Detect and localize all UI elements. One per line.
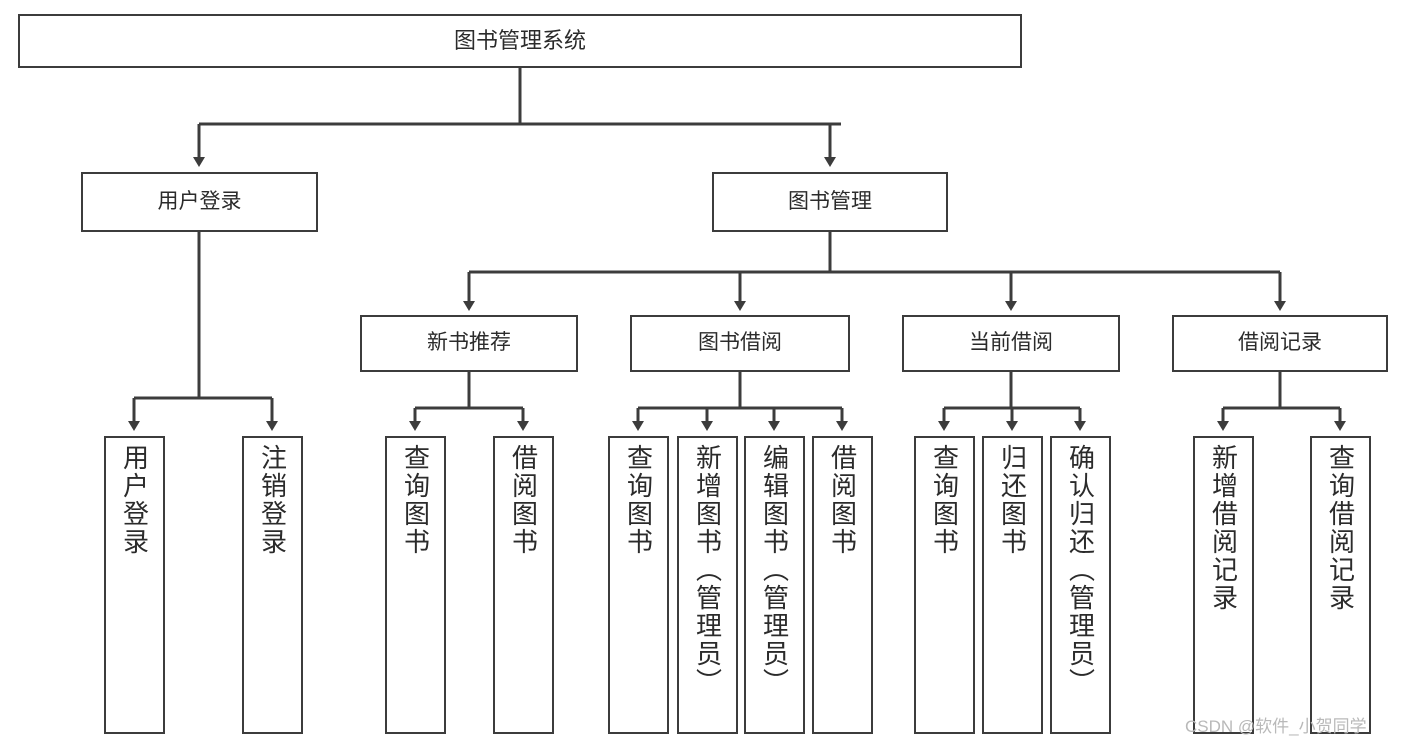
node-leaf-user-login[interactable]: 用户登录 [104,436,165,734]
node-label: 借阅图书 [508,444,539,556]
node-label: 图书管理系统 [453,28,586,54]
node-label: 用户登录 [157,189,242,213]
node-leaf-borrow-book-2[interactable]: 借阅图书 [812,436,873,734]
node-leaf-edit-book[interactable]: 编辑图书（管理员） [744,436,805,734]
node-leaf-query-book-1[interactable]: 查询图书 [385,436,446,734]
node-label: 查询图书 [400,444,431,556]
node-label: 新增图书（管理员） [692,444,723,696]
node-leaf-add-book[interactable]: 新增图书（管理员） [677,436,738,734]
node-book-borrow[interactable]: 图书借阅 [630,315,850,372]
node-leaf-query-book-3[interactable]: 查询图书 [914,436,975,734]
node-leaf-return-book[interactable]: 归还图书 [982,436,1043,734]
node-leaf-logout-login[interactable]: 注销登录 [242,436,303,734]
node-label: 图书管理 [788,189,872,213]
node-leaf-borrow-book-1[interactable]: 借阅图书 [493,436,554,734]
node-new-book-recommend[interactable]: 新书推荐 [360,315,578,372]
node-label: 当前借阅 [969,331,1053,355]
node-label: 借阅记录 [1238,331,1322,355]
node-leaf-query-borrow-record[interactable]: 查询借阅记录 [1310,436,1371,734]
node-label: 用户登录 [119,444,150,556]
node-label: 确认归还（管理员） [1065,444,1096,696]
node-leaf-confirm-return[interactable]: 确认归还（管理员） [1050,436,1111,734]
node-label: 查询图书 [623,444,654,556]
node-leaf-query-book-2[interactable]: 查询图书 [608,436,669,734]
node-borrow-record[interactable]: 借阅记录 [1172,315,1388,372]
node-label: 归还图书 [997,444,1028,556]
node-label: 查询图书 [929,444,960,556]
node-leaf-add-borrow-record[interactable]: 新增借阅记录 [1193,436,1254,734]
node-label: 新书推荐 [427,331,511,355]
node-current-borrow[interactable]: 当前借阅 [902,315,1120,372]
node-label: 新增借阅记录 [1208,444,1239,612]
node-label: 查询借阅记录 [1325,444,1356,612]
node-root-system[interactable]: 图书管理系统 [18,14,1022,68]
node-book-management[interactable]: 图书管理 [712,172,948,232]
node-label: 图书借阅 [698,331,782,355]
node-user-login[interactable]: 用户登录 [81,172,318,232]
node-label: 编辑图书（管理员） [759,444,790,696]
node-label: 借阅图书 [827,444,858,556]
node-label: 注销登录 [257,444,288,556]
